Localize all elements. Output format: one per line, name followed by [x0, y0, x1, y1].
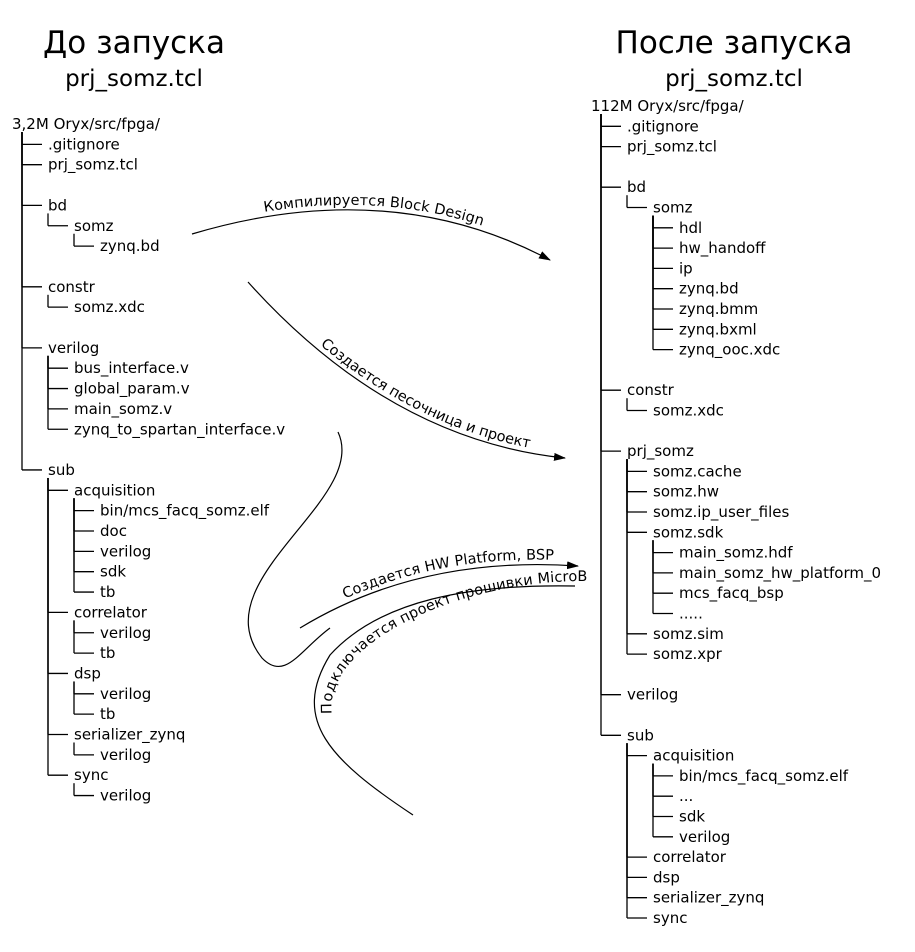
right-title: После запуска [616, 25, 853, 61]
right-subtitle: prj_somz.tcl [665, 66, 803, 92]
tree-item-label: dsp [74, 664, 101, 682]
tree-item-label: main_somz.v [74, 400, 172, 419]
tree-root-label: 112M Oryx/src/fpga/ [591, 97, 745, 115]
tree-item-label: constr [48, 278, 96, 296]
tree-item-label: main_somz_hw_platform_0 [679, 564, 881, 583]
arrow-create-sandbox [247, 281, 566, 461]
tree-item-label: bd [48, 196, 67, 214]
tree-item-label: bus_interface.v [74, 359, 189, 378]
tree-item-label: zynq_to_spartan_interface.v [74, 420, 285, 439]
tree-item-label: somz.sim [653, 625, 724, 643]
tree-item-label: bin/mcs_facq_somz.elf [679, 767, 849, 786]
tree-item-label: bin/mcs_facq_somz.elf [100, 502, 270, 521]
tree-item-label: somz.xdc [653, 402, 724, 420]
arrow-label-create-sandbox: Создается песочница и проект [318, 336, 533, 452]
tree-item-label: tb [100, 644, 115, 662]
tree-item-label: acquisition [653, 747, 734, 765]
tree-item-label: somz.xpr [653, 645, 723, 663]
tree-item-label: sdk [100, 563, 126, 581]
tree-item-label: hdl [679, 219, 702, 237]
tree-item-label: mcs_facq_bsp [679, 584, 784, 603]
tree-item-label: somz [653, 199, 693, 217]
arrow-connect-microblaze [313, 585, 576, 816]
tree-item-label: somz.sdk [653, 523, 724, 541]
tree-item-label: verilog [48, 339, 99, 357]
tree-item-label: verilog [679, 828, 730, 846]
tree-item-label: prj_somz.tcl [627, 138, 717, 157]
tree-item-label: verilog [100, 685, 151, 703]
tree-item-label: .gitignore [48, 135, 120, 153]
tree-item-label: zynq.bd [100, 237, 160, 255]
tree-item-label: hw_handoff [679, 239, 766, 258]
tree-item-label: sub [627, 726, 654, 744]
tree-item-label: main_somz.hdf [679, 544, 793, 563]
tree-root-label: 3,2M Oryx/src/fpga/ [12, 115, 161, 133]
tree-item-label: ..... [679, 605, 703, 623]
tree-item-label: zynq.bmm [679, 300, 758, 318]
tree-item-label: sub [48, 461, 75, 479]
tree-item-label: global_param.v [74, 380, 190, 399]
tree-item-label: ... [679, 787, 693, 805]
tree-item-label: .gitignore [627, 117, 699, 135]
tree-item-label: tb [100, 583, 115, 601]
arrow-hw-platform-loop [247, 431, 343, 668]
tree-item-label: doc [100, 522, 127, 540]
tree-item-label: correlator [653, 848, 727, 866]
tree-item-label: prj_somz [627, 442, 694, 461]
tree-item-label: verilog [100, 542, 151, 560]
tree-item-label: somz.cache [653, 462, 742, 480]
tree-item-label: sync [653, 909, 687, 927]
left-subtitle: prj_somz.tcl [65, 66, 203, 92]
tree-item-label: serializer_zynq [653, 889, 764, 908]
tree-item-label: correlator [74, 603, 148, 621]
tree-item-label: constr [627, 381, 675, 399]
tree-item-label: acquisition [74, 481, 155, 499]
tree-item-label: somz.hw [653, 483, 719, 501]
left-title: До запуска [43, 25, 225, 61]
arrow-label-compile-block-design: Компилируется Block Design [263, 193, 486, 230]
arrow-create-hw-platform [299, 561, 579, 629]
tree-item-label: sync [74, 766, 108, 784]
right-directory-tree: 112M Oryx/src/fpga/ .gitignore prj_somz.tc… [591, 97, 881, 927]
tree-item-label: zynq.bd [679, 280, 739, 298]
tree-item-label: zynq.bxml [679, 320, 757, 338]
tree-item-label: somz.xdc [74, 298, 145, 316]
tree-item-label: zynq_ooc.xdc [679, 341, 780, 360]
tree-item-label: serializer_zynq [74, 726, 185, 745]
tree-item-label: verilog [100, 787, 151, 805]
tree-item-label: sdk [679, 808, 705, 826]
tree-item-label: ip [679, 259, 693, 277]
tree-item-label: tb [100, 705, 115, 723]
tree-item-label: verilog [100, 746, 151, 764]
tree-item-label: prj_somz.tcl [48, 156, 138, 175]
tree-item-label: verilog [627, 686, 678, 704]
tree-item-label: verilog [100, 624, 151, 642]
tree-item-label: somz [74, 217, 114, 235]
tree-item-label: dsp [653, 868, 680, 886]
arrow-compile-block-design [191, 209, 551, 261]
left-directory-tree: 3,2M Oryx/src/fpga/ .gitignore prj_somz.tc… [12, 115, 285, 805]
tree-item-label: somz.ip_user_files [653, 503, 789, 522]
tree-item-label: bd [627, 178, 646, 196]
